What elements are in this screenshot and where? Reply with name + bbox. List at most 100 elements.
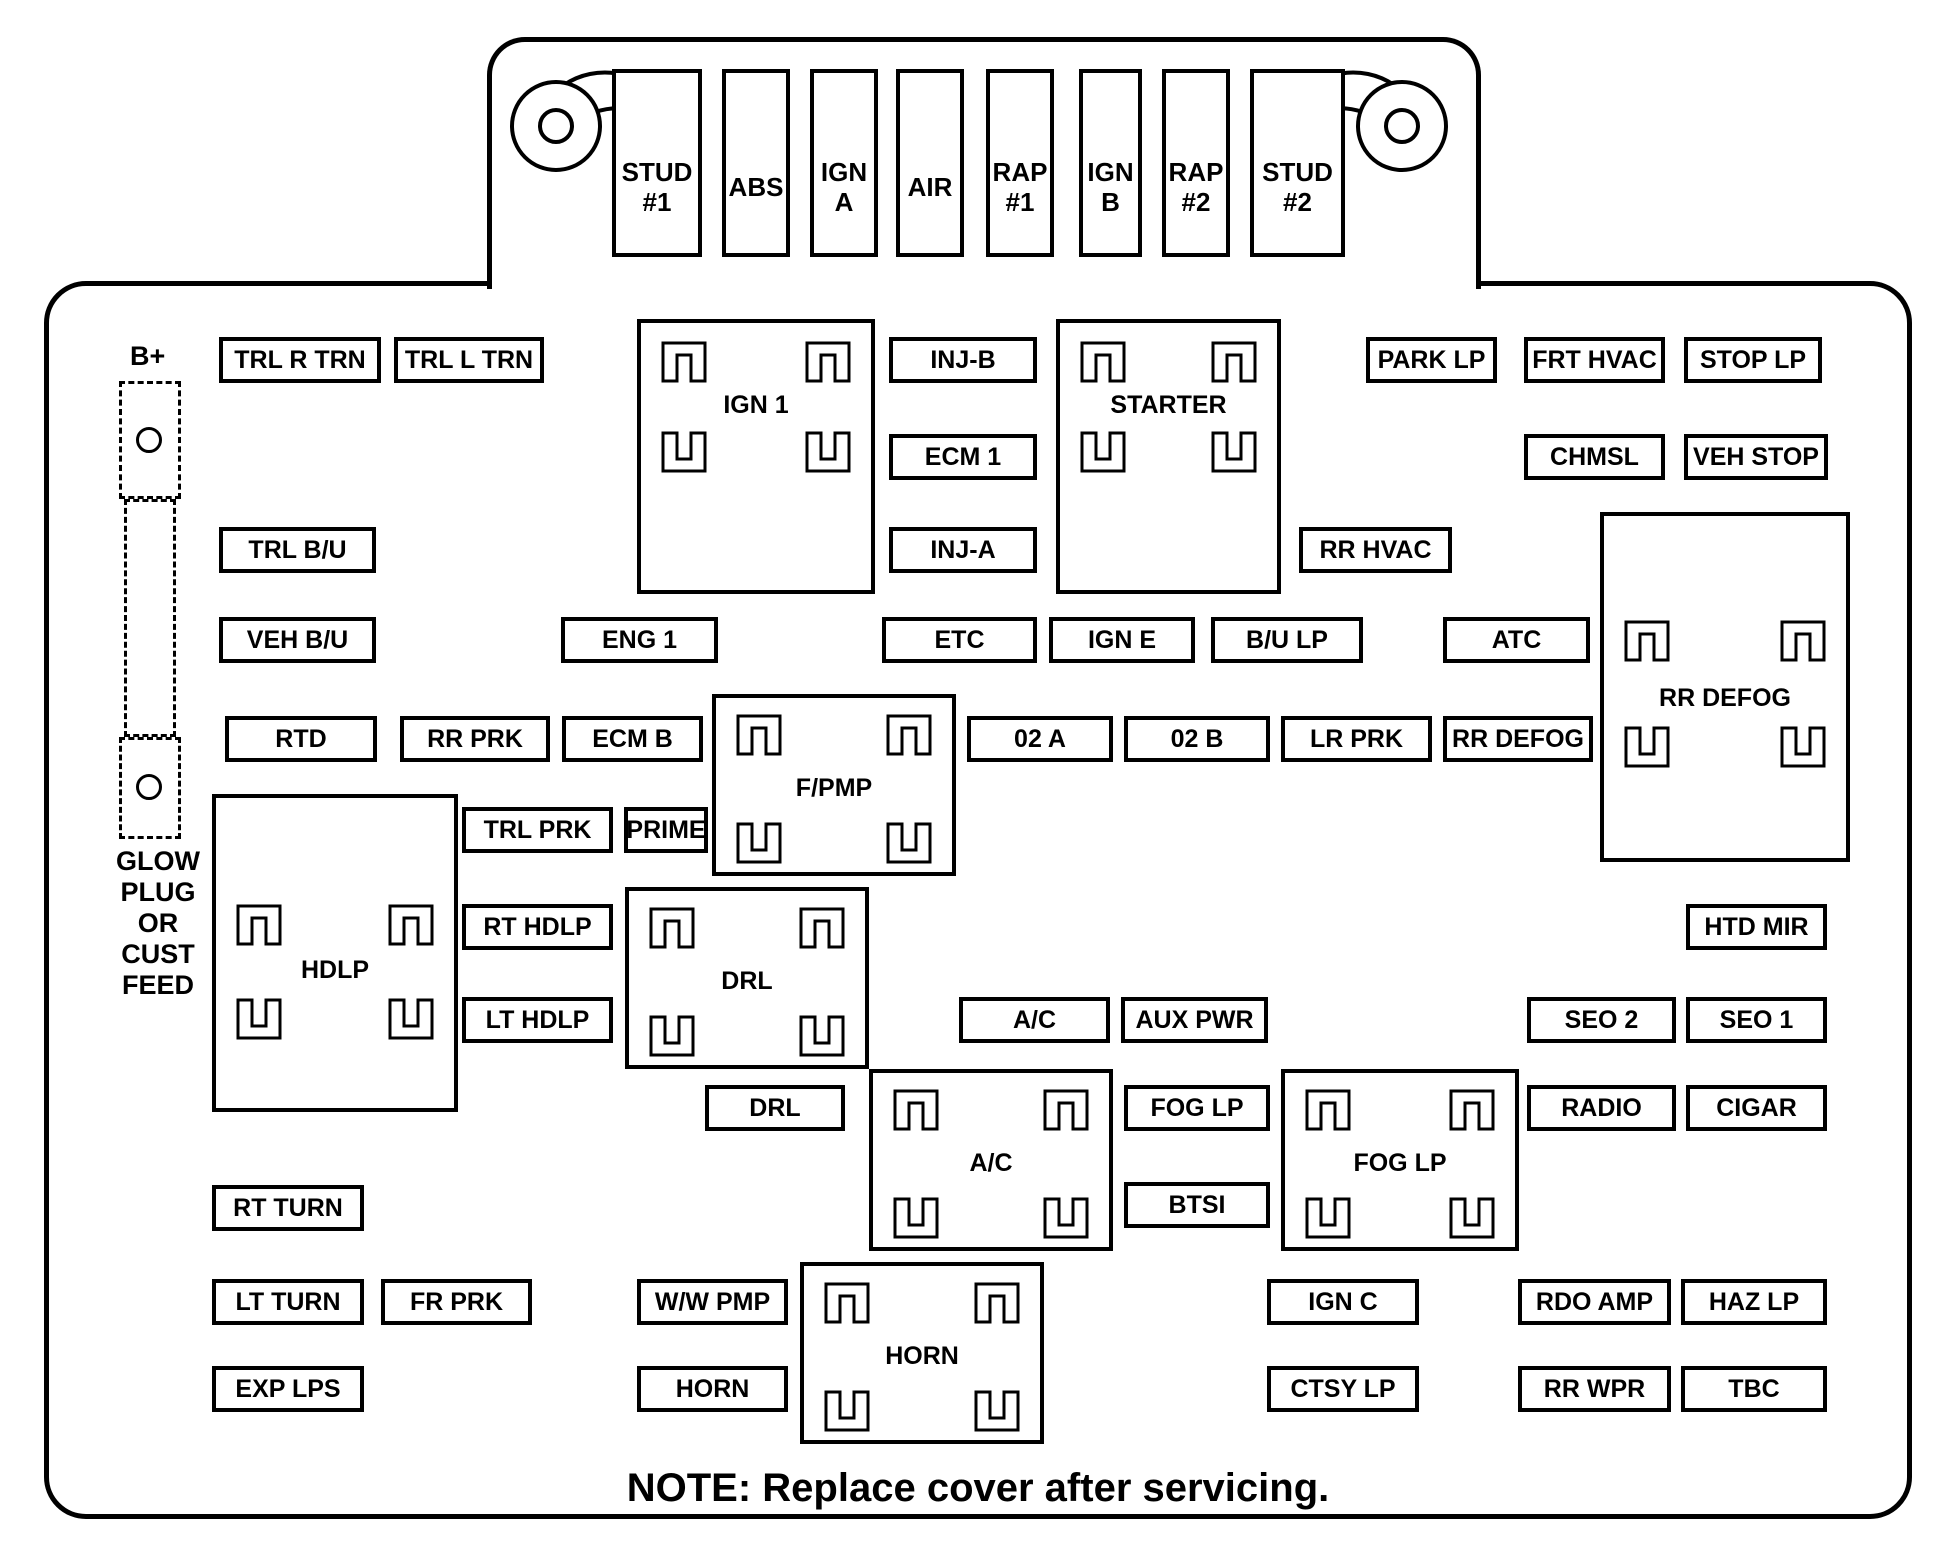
service-note: NOTE: Replace cover after servicing. [626,1466,1330,1510]
fuse-veh-stop: VEH STOP [1684,434,1828,480]
fuse-inj-a: INJ-A [889,527,1037,573]
fuse-cigar: CIGAR [1686,1085,1827,1131]
terminal-icon [1305,1089,1351,1131]
fuse-lt-hdlp: LT HDLP [462,997,613,1043]
fuse-ign-a: IGN A [810,69,878,257]
fuse-tbc: TBC [1681,1366,1827,1412]
terminal-icon [805,431,851,473]
terminal-icon [824,1282,870,1324]
fuse-fog-lp: FOG LP [1124,1085,1270,1131]
terminal-icon [893,1089,939,1131]
fuse-seo-1: SEO 1 [1686,997,1827,1043]
fuse-veh-bu: VEH B/U [219,617,376,663]
fuse-bu-lp: B/U LP [1211,617,1363,663]
terminal-icon [1043,1197,1089,1239]
fuse-drl: DRL [705,1085,845,1131]
fuse-abs: ABS [722,69,790,257]
relay-drl: DRL [625,887,869,1069]
terminal-icon [974,1282,1020,1324]
fuse-rt-hdlp: RT HDLP [462,904,613,950]
fuse-eng-1: ENG 1 [561,617,718,663]
fuse-trl-bu: TRL B/U [219,527,376,573]
fuse-ww-pmp: W/W PMP [637,1279,788,1325]
terminal-icon [661,431,707,473]
relay-rr-defog: RR DEFOG [1600,512,1850,862]
fuse-atc: ATC [1443,617,1590,663]
terminal-icon [1080,431,1126,473]
fuse-horn: HORN [637,1366,788,1412]
fuse-seo-2: SEO 2 [1527,997,1676,1043]
rivet-circle-top [136,427,162,453]
terminal-icon [1305,1197,1351,1239]
fuse-inj-b: INJ-B [889,337,1037,383]
terminal-icon [1449,1197,1495,1239]
terminal-icon [1624,620,1670,662]
fuse-ecm-1: ECM 1 [889,434,1037,480]
fuse-btsi: BTSI [1124,1182,1270,1228]
terminal-icon [886,822,932,864]
relay-label: HDLP [300,956,370,984]
fuse-ac: A/C [959,997,1110,1043]
fuse-rap-2: RAP #2 [1162,69,1230,257]
relay-starter: STARTER [1056,319,1281,594]
fuse-trl-prk: TRL PRK [462,807,613,853]
fuse-trl-r-trn: TRL R TRN [219,337,381,383]
fuse-rdo-amp: RDO AMP [1518,1279,1671,1325]
fuse-trl-l-trn: TRL L TRN [394,337,544,383]
terminal-icon [388,904,434,946]
relay-ign-1: IGN 1 [637,319,875,594]
terminal-icon [1624,726,1670,768]
terminal-icon [1080,341,1126,383]
fusible-link-middle [124,499,176,737]
fuse-ign-b: IGN B [1079,69,1142,257]
fuse-lt-turn: LT TURN [212,1279,364,1325]
fuse-ign-e: IGN E [1049,617,1195,663]
fuse-rr-hvac: RR HVAC [1299,527,1452,573]
fuse-fr-prk: FR PRK [381,1279,532,1325]
relay-horn: HORN [800,1262,1044,1444]
relay-hdlp: HDLP [212,794,458,1112]
fuse-stud-1: STUD #1 [612,69,702,257]
rivet-circle-bottom [136,774,162,800]
relay-label: IGN 1 [723,391,789,419]
relay-label: F/PMP [795,774,873,802]
b-plus-label: B+ [130,341,166,371]
terminal-icon [236,904,282,946]
fuse-prime: PRIME [624,807,708,853]
fuse-ctsy-lp: CTSY LP [1267,1366,1419,1412]
relay-label: RR DEFOG [1659,684,1791,712]
fuse-02-a: 02 A [967,716,1113,762]
terminal-icon [1780,726,1826,768]
terminal-icon [1043,1089,1089,1131]
fuse-haz-lp: HAZ LP [1681,1279,1827,1325]
terminal-icon [736,822,782,864]
terminal-icon [236,998,282,1040]
fuse-air: AIR [896,69,964,257]
fuse-02-b: 02 B [1124,716,1270,762]
fuse-htd-mir: HTD MIR [1686,904,1827,950]
terminal-icon [1780,620,1826,662]
relay-ac: A/C [869,1069,1113,1251]
terminal-icon [799,1015,845,1057]
terminal-icon [649,907,695,949]
relay-label: FOG LP [1353,1149,1447,1177]
terminal-icon [893,1197,939,1239]
terminal-icon [799,907,845,949]
fuse-ecm-b: ECM B [562,716,703,762]
terminal-icon [649,1015,695,1057]
fuse-chmsl: CHMSL [1524,434,1665,480]
fuse-rr-prk: RR PRK [400,716,550,762]
fuse-etc: ETC [882,617,1037,663]
terminal-icon [1449,1089,1495,1131]
fuse-rt-turn: RT TURN [212,1185,364,1231]
glow-plug-label: GLOW PLUG OR CUST FEED [116,846,200,1000]
fuse-park-lp: PARK LP [1366,337,1497,383]
fuse-rap-1: RAP #1 [986,69,1054,257]
fuse-ign-c: IGN C [1267,1279,1419,1325]
fuse-rr-defog: RR DEFOG [1443,716,1593,762]
fuse-stud-2: STUD #2 [1250,69,1345,257]
relay-label: HORN [885,1342,959,1370]
fuse-exp-lps: EXP LPS [212,1366,364,1412]
terminal-icon [886,714,932,756]
bolt-icon-right [1298,70,1448,172]
